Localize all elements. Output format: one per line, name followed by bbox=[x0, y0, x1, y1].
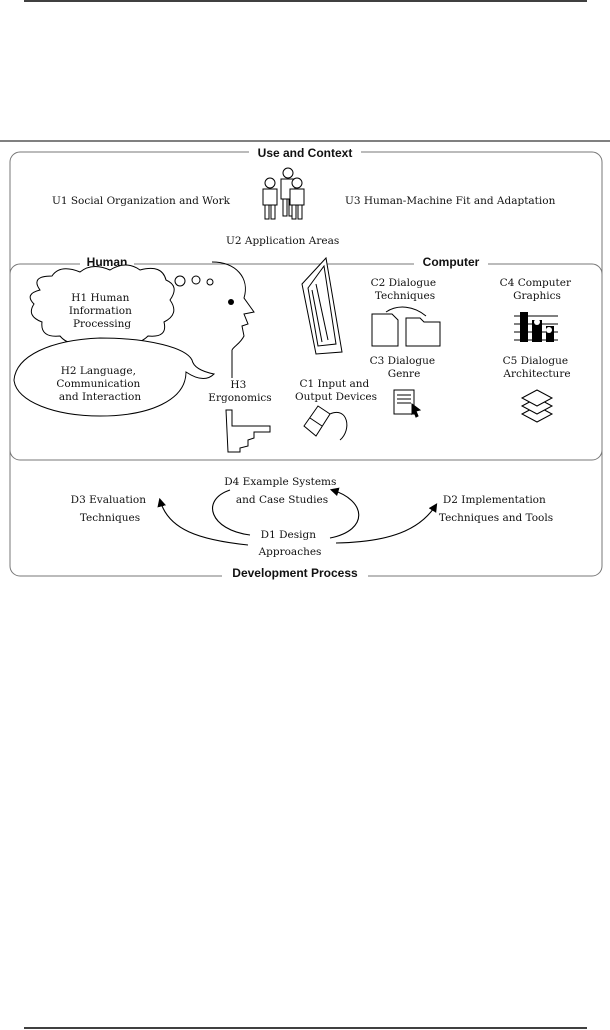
u2-label: U2 Application Areas bbox=[226, 235, 339, 247]
c1-label: C1 Input and Output Devices bbox=[295, 378, 377, 403]
arrow-loop-left bbox=[212, 489, 251, 536]
thought-bubble-3 bbox=[206, 278, 214, 286]
c4-label: C4 Computer Graphics bbox=[500, 277, 575, 302]
development-title: Development Process bbox=[232, 566, 358, 580]
dialogue-form-icon bbox=[393, 389, 422, 418]
computer-title: Computer bbox=[423, 255, 480, 269]
people-icon bbox=[262, 167, 305, 220]
human-computer-frame bbox=[9, 263, 603, 461]
d1-label: D1 Design Approaches bbox=[258, 529, 322, 558]
c2-label: C2 Dialogue Techniques bbox=[371, 277, 440, 302]
monitor-icon bbox=[301, 256, 343, 355]
graphics-icon bbox=[514, 312, 558, 342]
thought-cloud-shape bbox=[29, 264, 175, 346]
arrow-to-d2 bbox=[335, 503, 438, 544]
thought-bubble-1 bbox=[174, 275, 186, 287]
human-title: Human bbox=[87, 255, 128, 269]
h1-label: H1 Human Information Processing bbox=[69, 292, 135, 330]
d3-label: D3 Evaluation Techniques bbox=[71, 494, 150, 524]
u1-label: U1 Social Organization and Work bbox=[52, 195, 231, 207]
development-cycle-arrows bbox=[157, 487, 438, 546]
arrow-to-d4 bbox=[329, 487, 360, 539]
use-context-title: Use and Context bbox=[258, 146, 353, 160]
thought-bubble-2 bbox=[191, 275, 201, 285]
document-folder-icon bbox=[371, 306, 441, 347]
h2-label: H2 Language, Communication and Interacti… bbox=[56, 365, 143, 403]
speech-bubble-shape bbox=[13, 337, 216, 417]
head-profile-icon bbox=[211, 261, 255, 351]
h3-label: H3 Ergonomics bbox=[208, 379, 271, 404]
c3-label: C3 Dialogue Genre bbox=[370, 355, 439, 380]
eye-icon bbox=[228, 299, 234, 305]
layers-icon bbox=[520, 389, 554, 423]
d2-label: D2 Implementation Techniques and Tools bbox=[439, 494, 553, 524]
c5-label: C5 Dialogue Architecture bbox=[502, 355, 571, 380]
arrow-to-d3 bbox=[157, 497, 249, 546]
pointing-hand-icon bbox=[225, 409, 271, 453]
d4-label: D4 Example Systems and Case Studies bbox=[224, 476, 340, 506]
u3-label: U3 Human-Machine Fit and Adaptation bbox=[345, 195, 556, 207]
mouse-icon bbox=[303, 405, 348, 441]
